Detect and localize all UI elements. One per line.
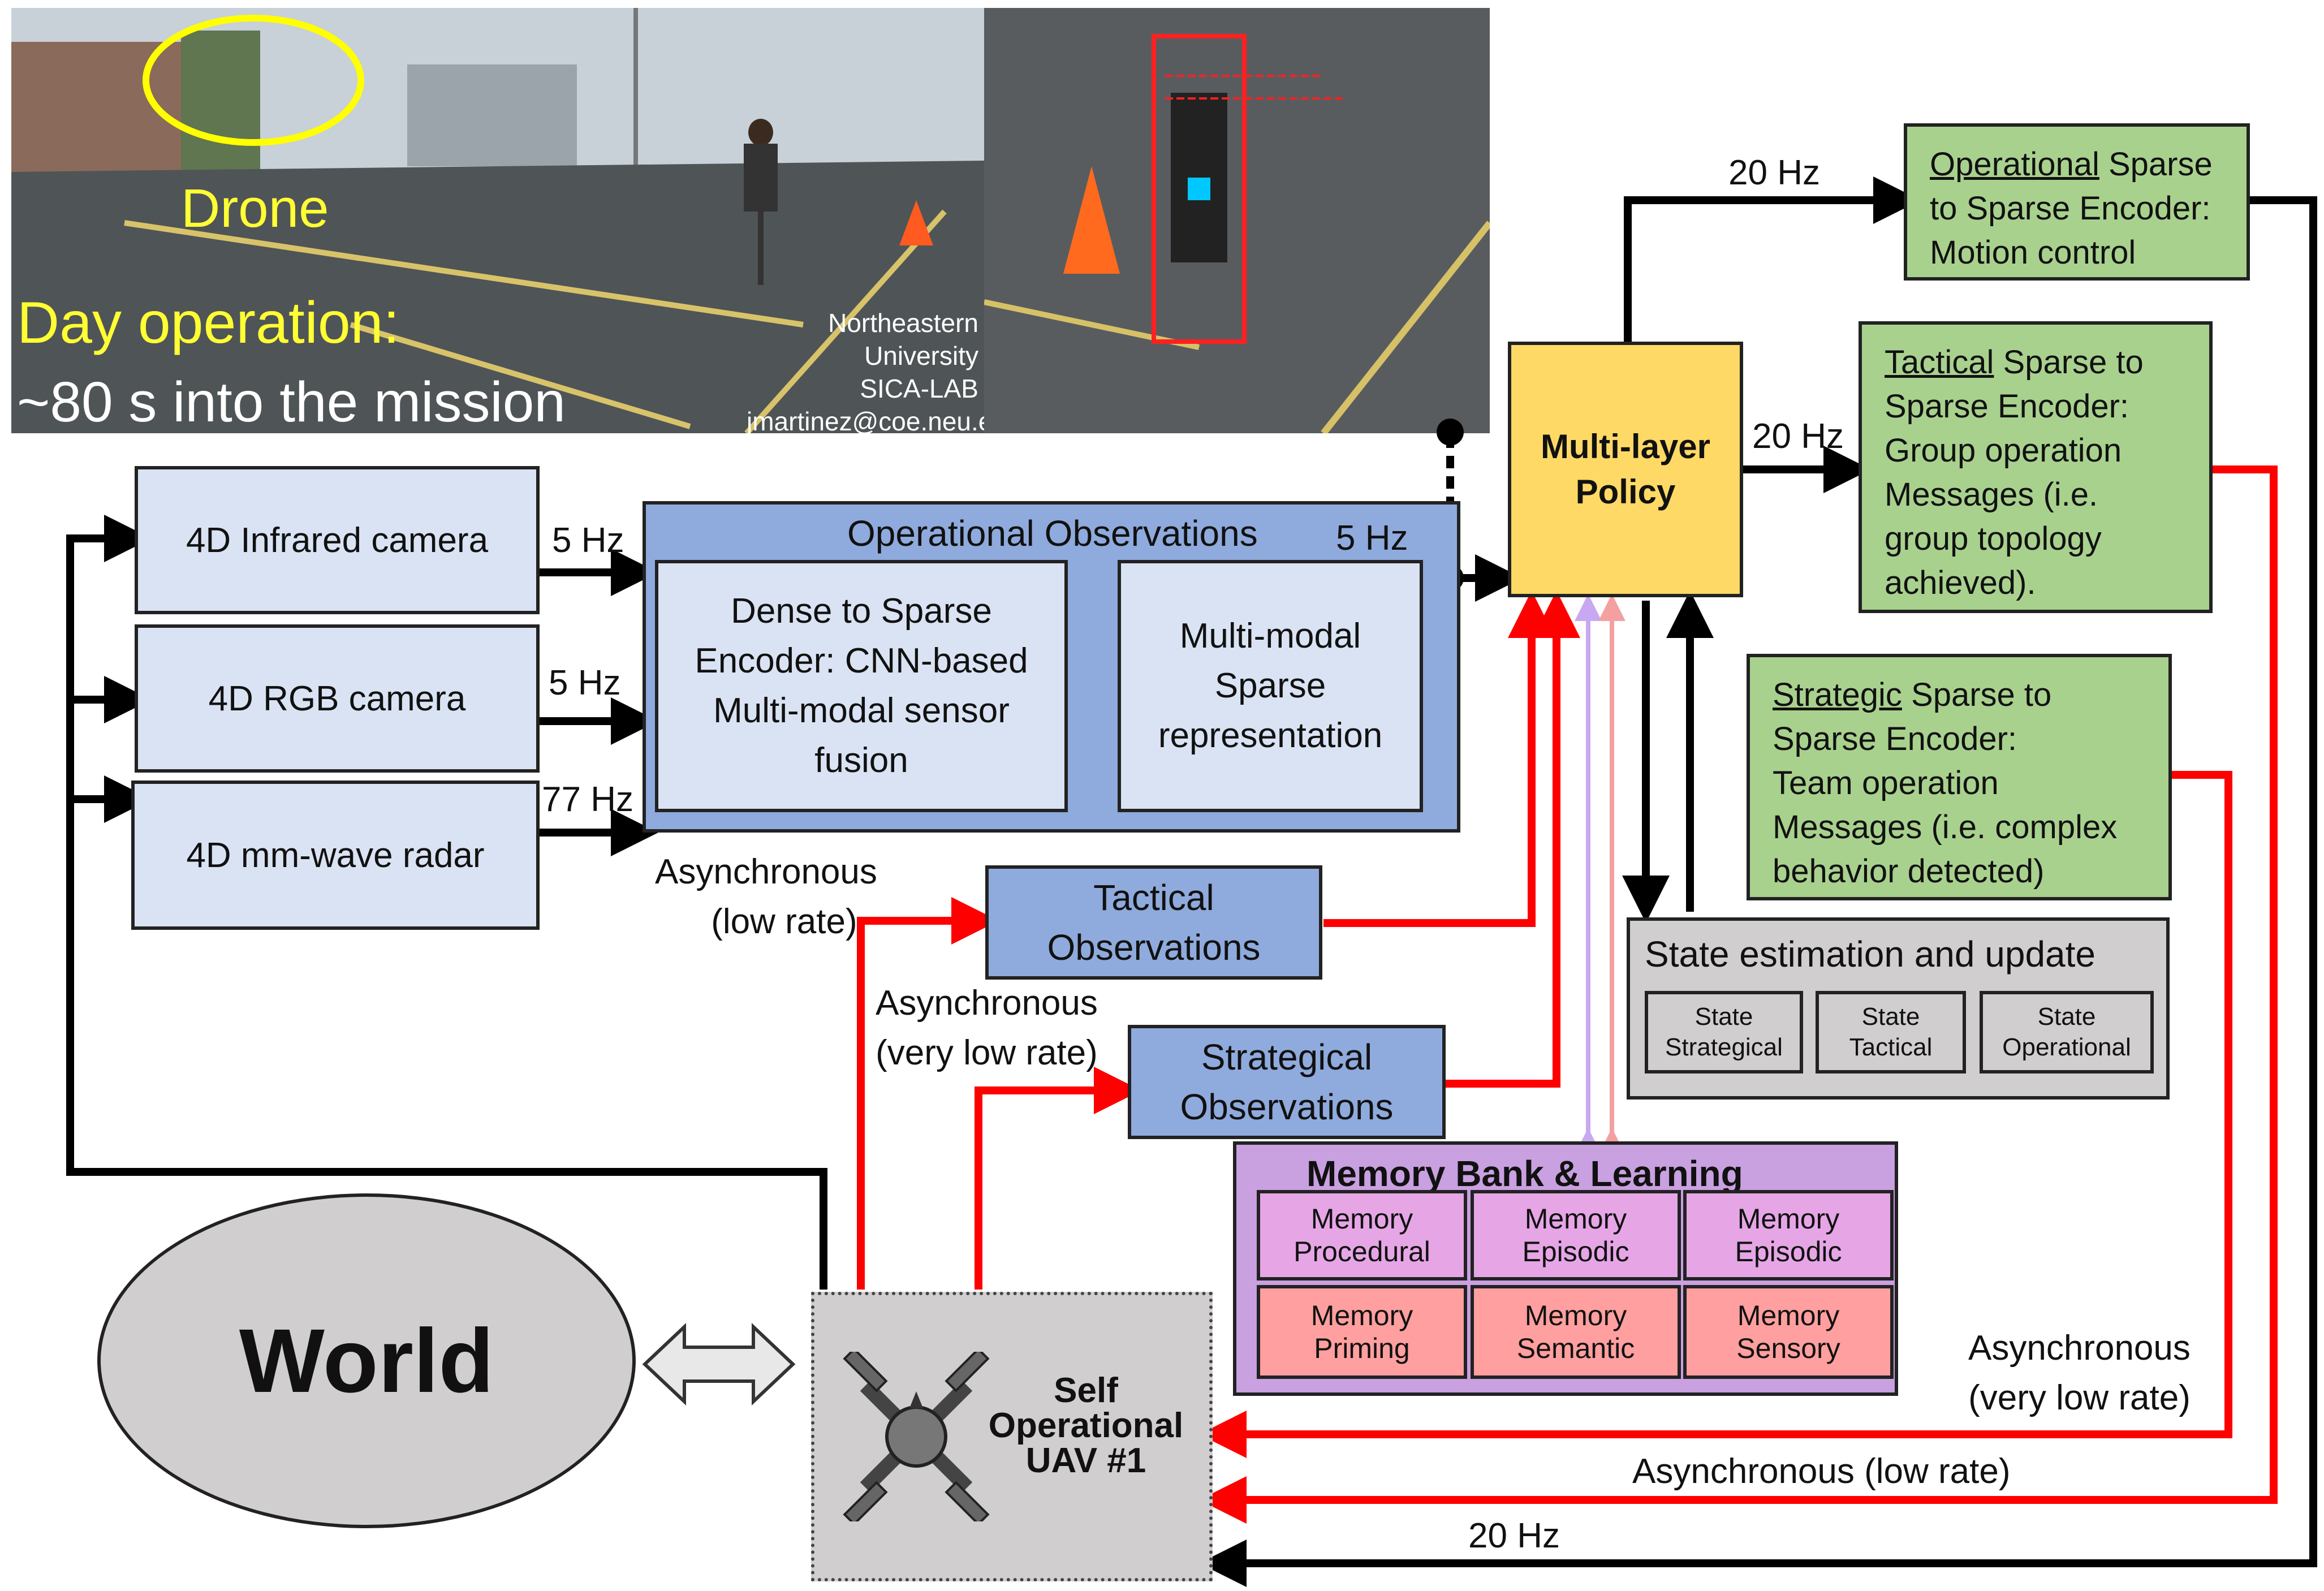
memory-procedural: Memory Procedural [1257, 1190, 1467, 1280]
photo-detection [984, 8, 1490, 433]
strategical-to-policy [1446, 590, 1580, 1088]
radar-box: 4D mm-wave radar [131, 781, 540, 930]
operational-title: Operational Observations [847, 513, 1258, 554]
drone-icon [843, 1352, 990, 1521]
state-tactical: State Tactical [1816, 991, 1966, 1073]
rate-async-vlow-2: Asynchronous (very low rate) [1968, 1329, 2191, 1417]
strategical-observations-box: Strategical Observations [1128, 1025, 1446, 1139]
state-strategical: State Strategical [1645, 991, 1803, 1073]
tactical-encoder-box: Tactical Sparse to Sparse Encoder: Group… [1859, 321, 2213, 613]
state-title: State estimation and update [1645, 934, 2096, 975]
rate-async-vlow-1: Asynchronous (very low rate) [876, 984, 1098, 1072]
memory-episodic-2: Memory Episodic [1683, 1190, 1894, 1280]
drone-label: Drone [181, 178, 329, 239]
uav-box: Self Operational UAV #1 [811, 1292, 1213, 1581]
multi-layer-policy-box: Multi-layer Policy [1508, 342, 1743, 597]
operational-feedback [1199, 196, 2317, 1587]
rate-async-low-1: Asynchronous (low rate) [655, 852, 877, 941]
dense-to-sparse-encoder-box: Dense to Sparse Encoder: CNN-based Multi… [655, 560, 1068, 812]
rate-policy-operational: 20 Hz [1728, 153, 1820, 192]
sparse-representation-box: Multi-modal Sparse representation [1118, 560, 1423, 812]
policy-to-operational-encoder [1624, 176, 1921, 342]
rate-radar: 77 Hz [542, 780, 633, 819]
rate-policy-tactical: 20 Hz [1752, 417, 1844, 456]
memory-semantic: Memory Semantic [1471, 1285, 1681, 1379]
tactical-to-policy [1323, 590, 1555, 927]
strategic-encoder-box: Strategic Sparse to Sparse Encoder: Team… [1747, 654, 2172, 900]
photo-day-operation: Drone Day operation: ~80 s into the miss… [11, 8, 984, 433]
memory-title: Memory Bank & Learning [1307, 1153, 1743, 1194]
day-operation-label: Day operation: [17, 290, 400, 356]
memory-priming: Memory Priming [1257, 1285, 1467, 1379]
uav-to-tactical-obs [857, 897, 999, 1290]
mission-time-label: ~80 s into the mission [17, 370, 566, 433]
tactical-key: Tactical [1885, 344, 1994, 381]
operational-rate: 5 Hz [1336, 519, 1408, 558]
tactical-feedback [1199, 465, 2278, 1524]
operational-encoder-box: Operational Sparse to Sparse Encoder: Mo… [1904, 123, 2250, 281]
operational-key: Operational [1930, 146, 2099, 183]
detection-box [1152, 34, 1247, 344]
rate-feedback-operational: 20 Hz [1468, 1516, 1560, 1555]
credit-text: Northeastern University SICA-LAB jmartin… [747, 308, 984, 433]
tactical-observations-box: Tactical Observations [985, 865, 1322, 980]
rate-async-low-2: Asynchronous (low rate) [1632, 1452, 2011, 1491]
uav-label: Self Operational UAV #1 [988, 1371, 1184, 1480]
memory-sensory: Memory Sensory [1683, 1285, 1894, 1379]
rate-rgb: 5 Hz [549, 663, 621, 702]
world-uav-double-arrow [642, 1323, 796, 1405]
world-ellipse: World [97, 1193, 636, 1528]
rate-infrared: 5 Hz [552, 521, 624, 560]
strategic-feedback [1199, 771, 2232, 1458]
infrared-camera-box: 4D Infrared camera [135, 466, 540, 614]
strategic-key: Strategic [1773, 676, 1902, 713]
rgb-camera-box: 4D RGB camera [135, 624, 540, 773]
drone-highlight-circle [143, 15, 364, 146]
memory-episodic-1: Memory Episodic [1471, 1190, 1681, 1280]
uav-to-strategical-obs [975, 1067, 1141, 1290]
state-operational: State Operational [1980, 991, 2154, 1073]
world-loop-line [66, 515, 827, 1290]
